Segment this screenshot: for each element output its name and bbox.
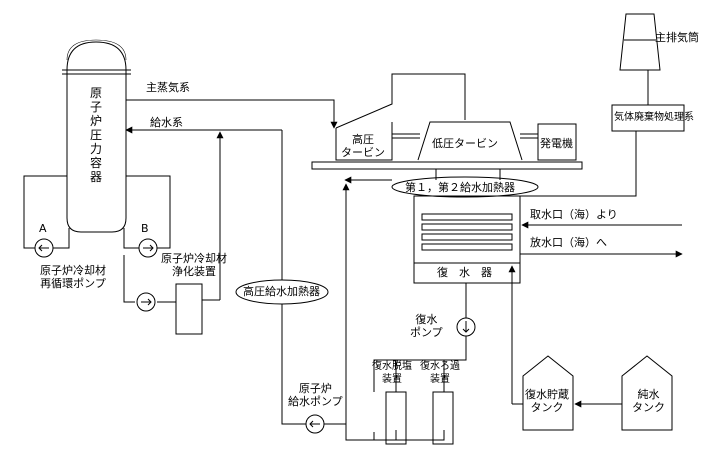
hp-turbine-label: 高圧 タービン [341, 133, 385, 159]
feed-heaters [391, 176, 539, 198]
lp-turbine [392, 121, 538, 161]
cleanup-system [123, 255, 220, 335]
main-steam-label: 主蒸気系 [146, 81, 190, 94]
main-stack [619, 13, 661, 71]
discharge-label: 放水口（海）へ [530, 236, 607, 249]
condensate-storage-tank [508, 265, 574, 431]
condensate-line [342, 183, 467, 441]
turbine-deck [311, 161, 583, 170]
filter-label: 復水ろ過 装置 [420, 361, 460, 385]
pump-b-label: B [141, 222, 149, 235]
reactor-vessel-label: 原子炉圧力容器 [89, 86, 102, 184]
generator-label: 発電機 [540, 137, 573, 150]
hp-heater-line [281, 130, 347, 425]
feed-heaters-label: 第１，第２給水加熱器 [405, 181, 515, 194]
offgas-label: 気体廃棄物処理系 [614, 112, 694, 123]
storage-tank-label: 復水貯蔵 タンク [525, 388, 569, 414]
reactor-pressure-vessel [62, 39, 131, 233]
pump-a-label: A [39, 222, 47, 235]
hp-turbine [335, 73, 466, 161]
hp-heater-label: 高圧給水加熱器 [243, 285, 320, 298]
pure-water-tank-label: 純水 タンク [632, 388, 665, 414]
main-steam-line [126, 99, 338, 129]
recirc-pump-b [138, 238, 158, 258]
condenser-label: 復 水 器 [437, 266, 492, 279]
condensate-pump-label: 復水 ポンプ [410, 313, 443, 339]
condenser [413, 195, 521, 284]
cleanup-pump [136, 292, 156, 312]
pure-water-tank [574, 355, 673, 431]
intake-label: 取水口（海）より [530, 208, 618, 221]
condensate-pump [456, 317, 476, 337]
recirc-pump-a [34, 238, 54, 258]
feedwater-line [125, 126, 282, 300]
offgas-system [520, 70, 685, 197]
recirc-loop-a [23, 175, 70, 249]
lp-turbine-label: 低圧タービン [432, 137, 498, 150]
hp-heater [235, 279, 329, 305]
demineralizer-label: 復水脱塩 装置 [372, 361, 412, 385]
condensate-filter [432, 391, 454, 445]
feedwater-label: 給水系 [150, 116, 183, 129]
stack-label: 主排気筒 [655, 31, 699, 44]
recirc-pump-label: 原子炉冷却材 再循環ポンプ [40, 264, 106, 290]
feed-pump-label: 原子炉 給水ポンプ [288, 382, 343, 408]
demineralizer [385, 391, 407, 445]
feed-pump [305, 414, 325, 434]
generator [537, 123, 577, 161]
cleanup-label: 原子炉冷却材 浄化装置 [161, 252, 227, 278]
recirc-loop-b [123, 175, 171, 249]
